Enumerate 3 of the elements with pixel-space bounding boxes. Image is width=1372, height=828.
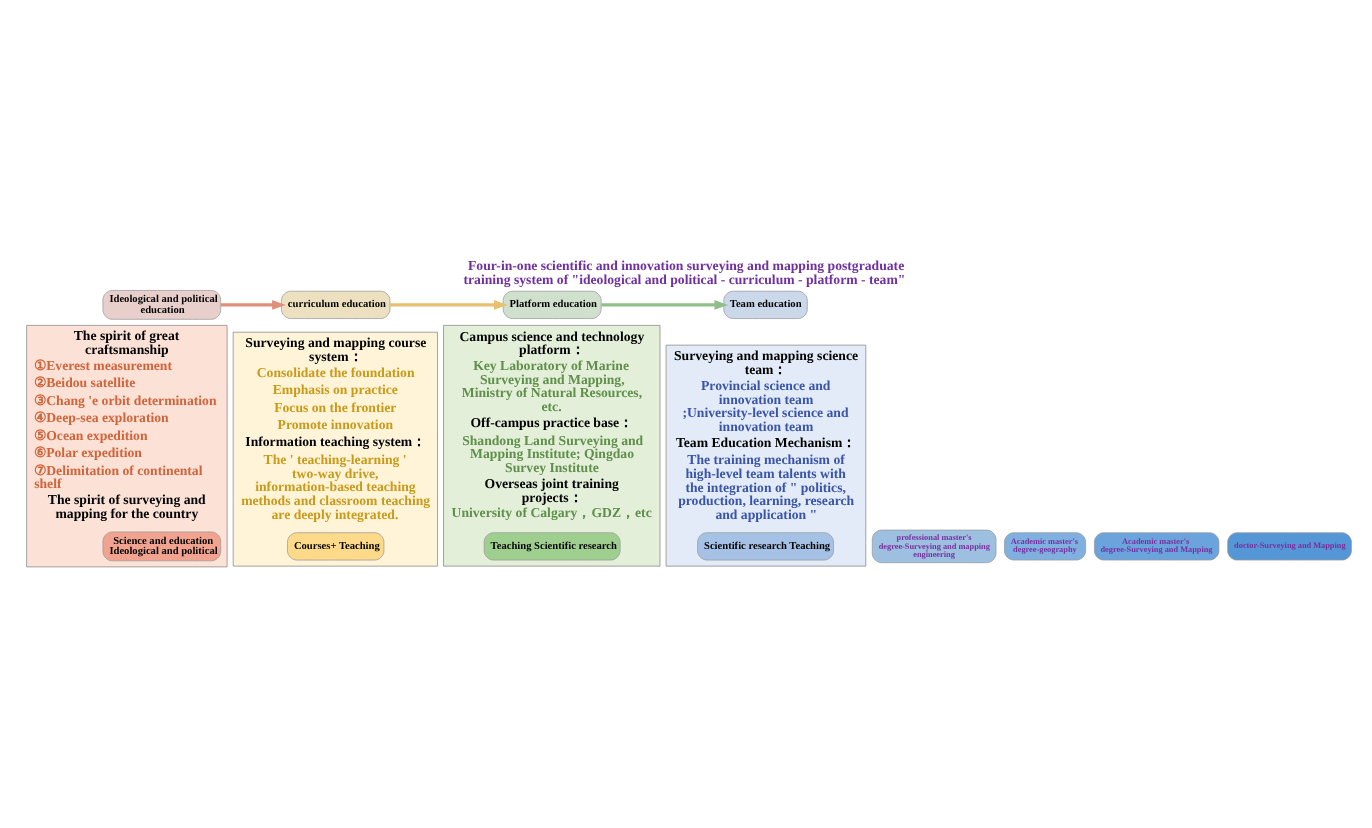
arrow: [601, 299, 729, 309]
arrow: [390, 299, 508, 309]
arrow: [220, 299, 286, 309]
